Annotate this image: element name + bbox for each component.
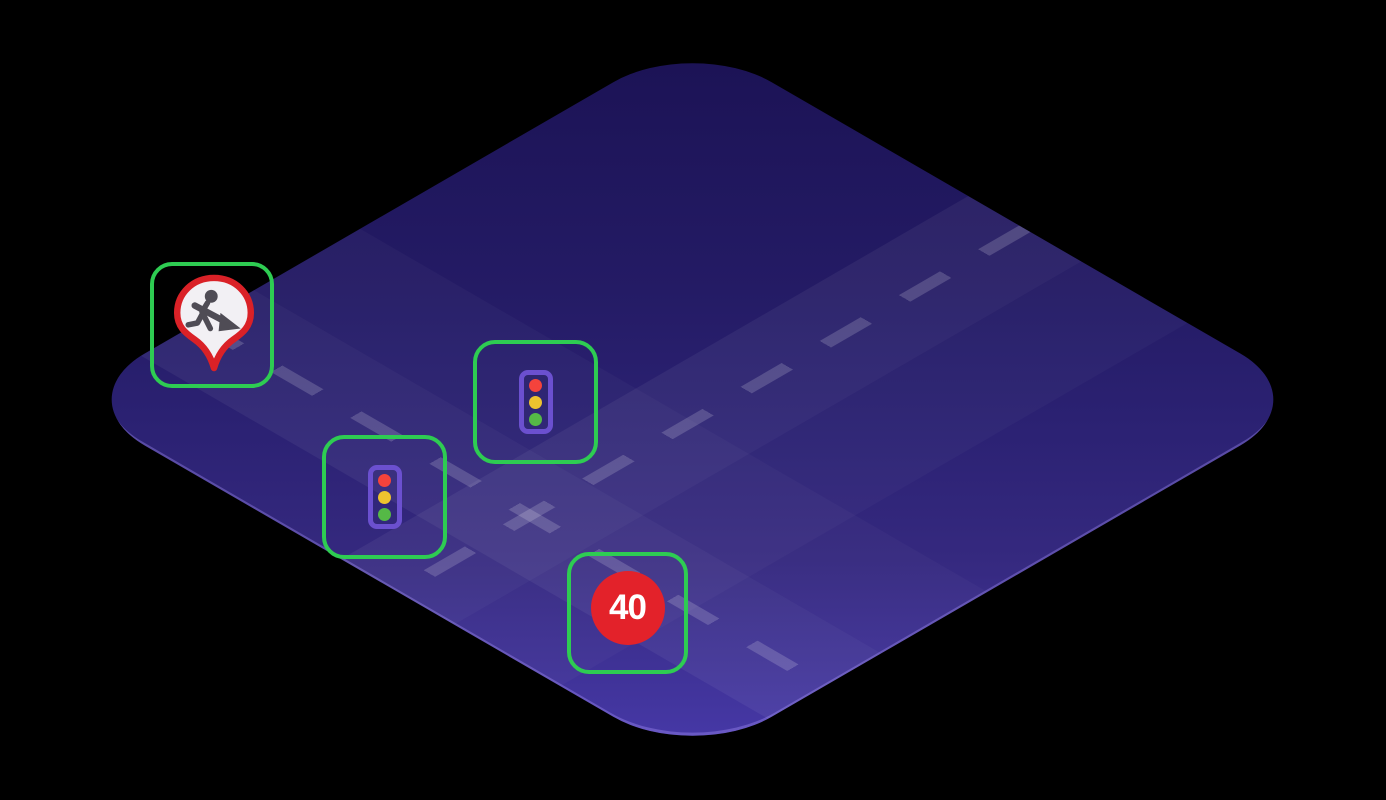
red-light bbox=[529, 378, 542, 392]
traffic-light-icon bbox=[518, 370, 553, 434]
yellow-light bbox=[529, 395, 542, 409]
yellow-light bbox=[378, 490, 391, 504]
red-light bbox=[378, 473, 391, 487]
roadworks-pin-icon bbox=[173, 274, 255, 372]
pin-bubble bbox=[173, 274, 255, 372]
green-light bbox=[378, 507, 391, 521]
speed-limit-sign-icon: 40 bbox=[590, 571, 665, 645]
roadworks-marker[interactable] bbox=[150, 262, 274, 388]
green-light bbox=[529, 412, 542, 426]
traffic-light-marker-2[interactable] bbox=[322, 435, 447, 559]
worker-figure bbox=[185, 289, 241, 332]
speed-limit-value: 40 bbox=[609, 588, 647, 627]
traffic-light-icon bbox=[367, 465, 402, 529]
speed-limit-marker[interactable]: 40 bbox=[567, 552, 688, 674]
traffic-light-marker-1[interactable] bbox=[473, 340, 598, 464]
isometric-ground-plane bbox=[65, 36, 1320, 763]
